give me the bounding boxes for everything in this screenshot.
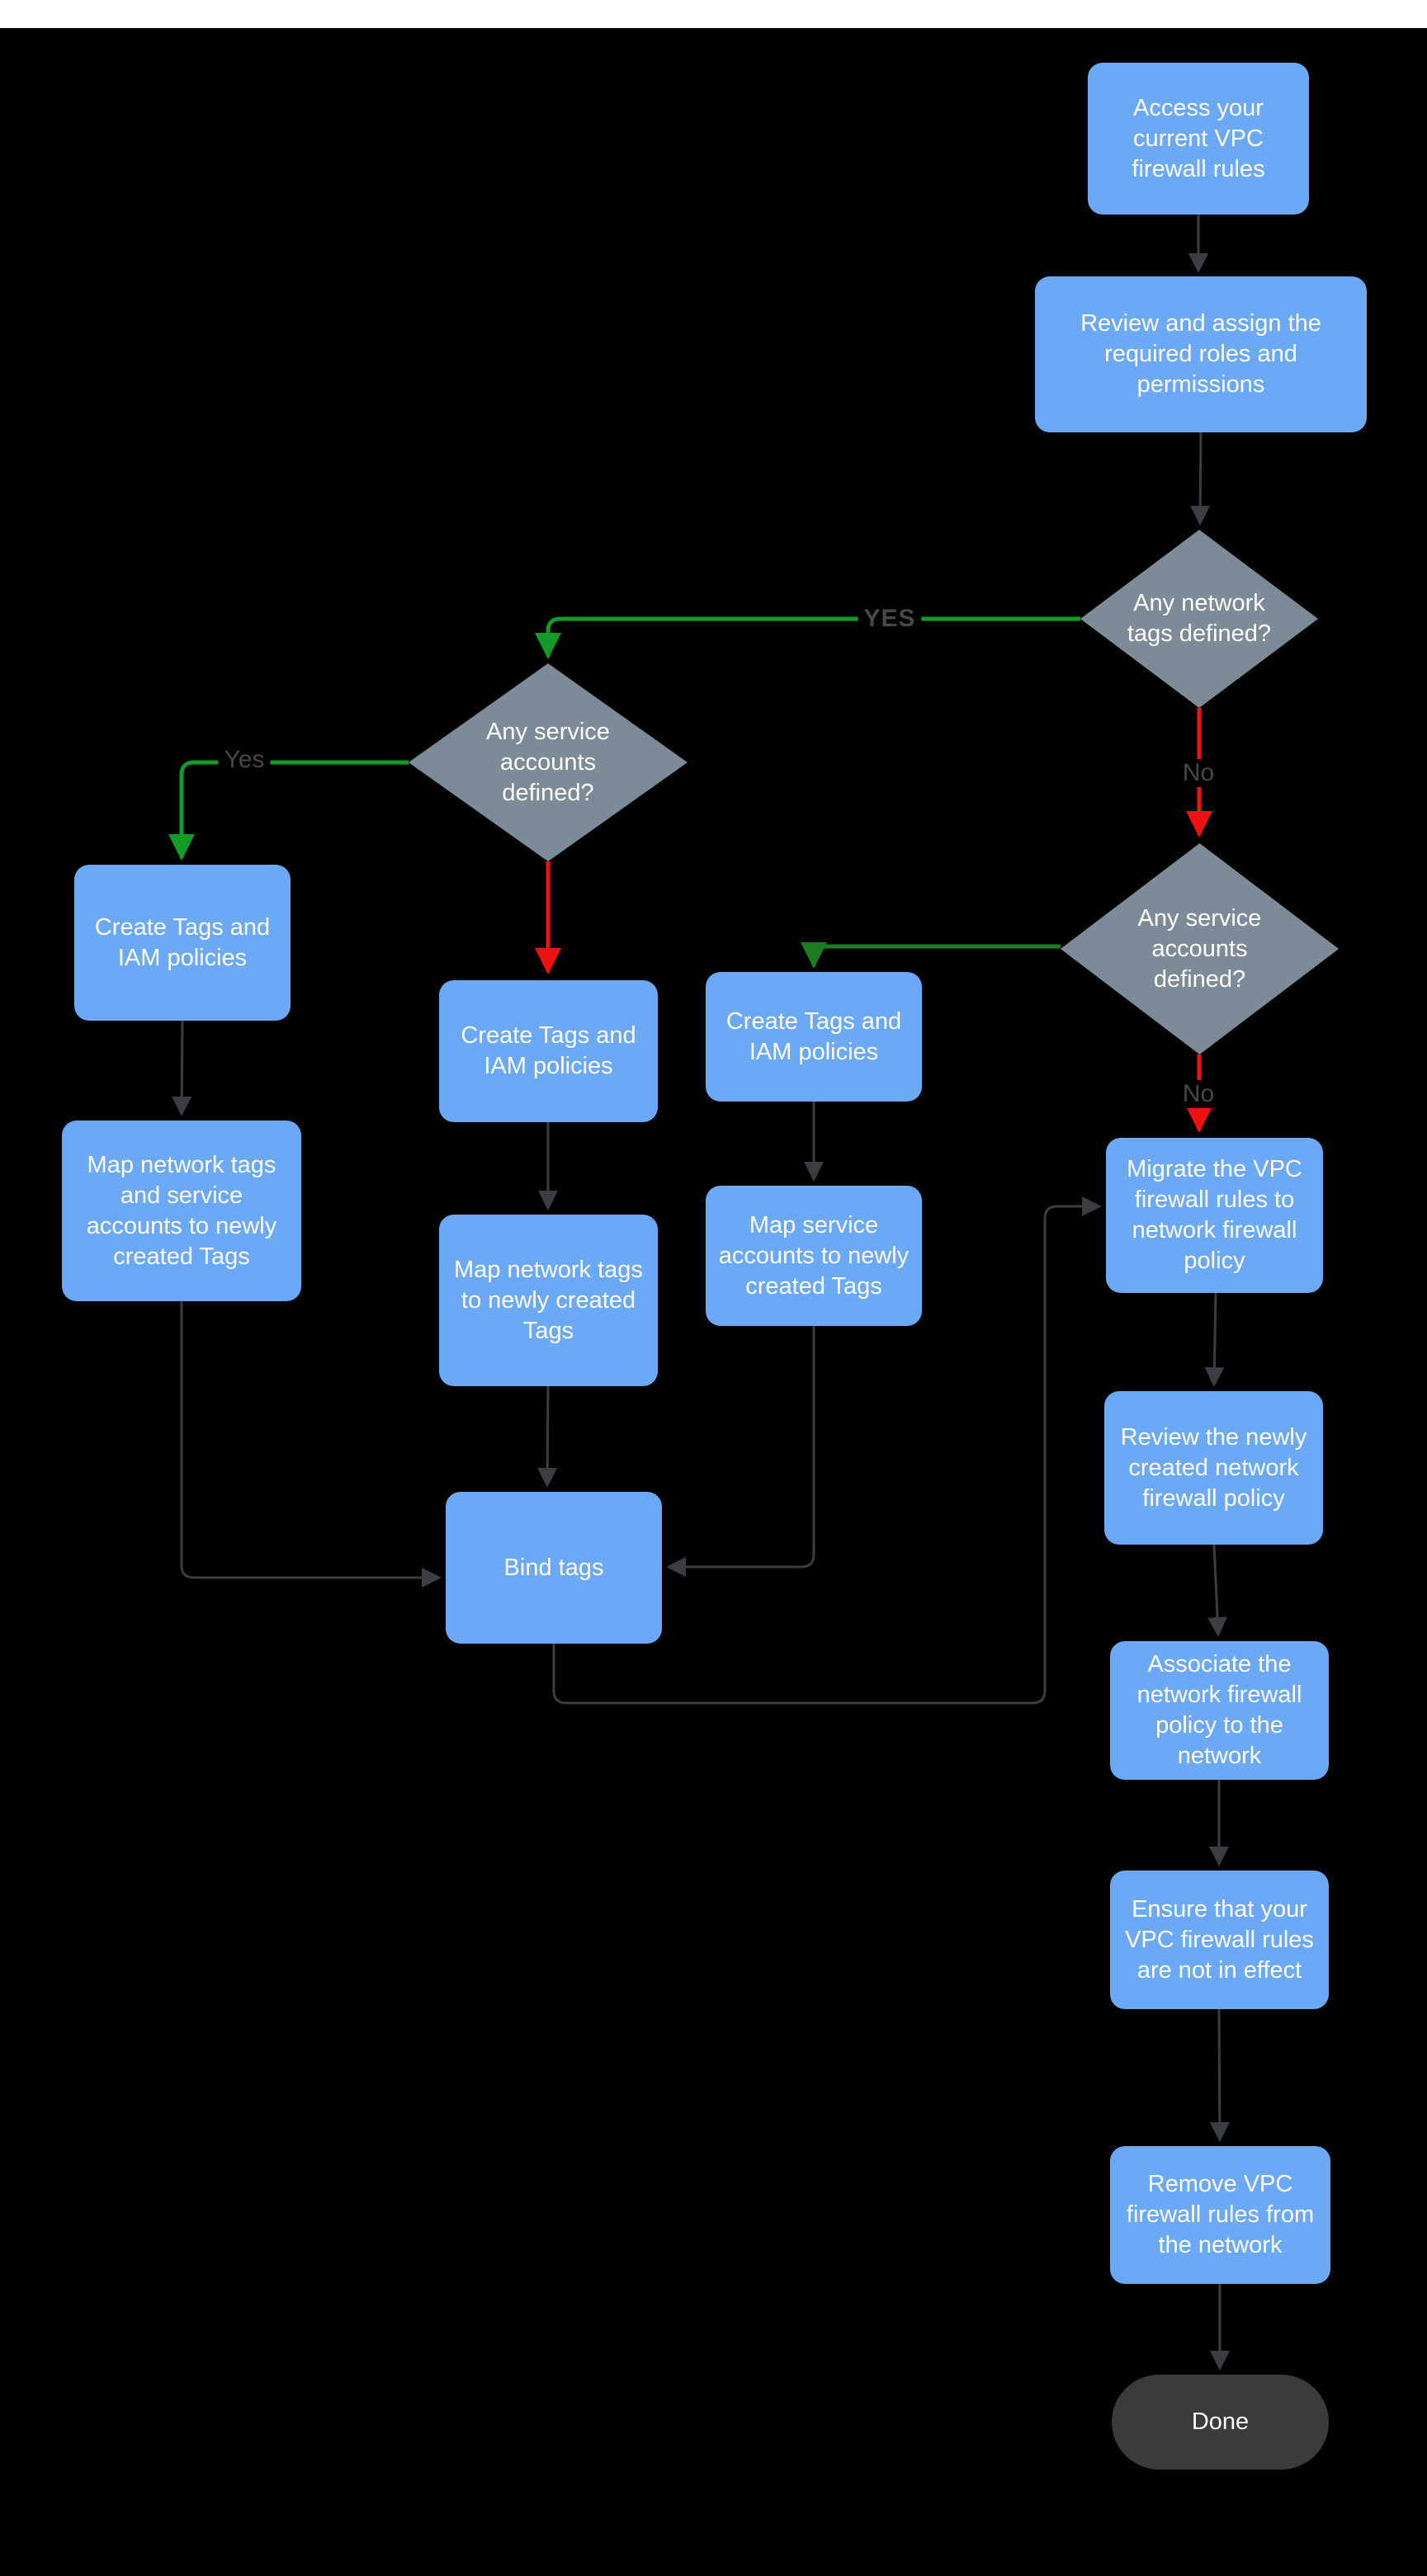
edge-review-to-net-tags (1190, 432, 1211, 526)
edge-map-left-to-bind (180, 1301, 442, 1588)
edge-map-right-to-bind (666, 1324, 815, 1577)
node-review-network-firewall-policy: Review the newly created network firewal… (1104, 1391, 1323, 1545)
node-map-network-tags-and-service-accounts: Map network tags and service accounts to… (62, 1121, 301, 1301)
edge-migrate-to-review-policy (1204, 1292, 1225, 1387)
edge-label-yes-left: Yes (218, 746, 271, 774)
edge-bind-to-migrate-feedback (552, 1196, 1102, 1705)
node-create-tags-iam-mid: Create Tags and IAM policies (439, 980, 658, 1122)
edge-label-no-lower: No (1176, 1080, 1221, 1108)
node-associate-policy-to-network: Associate the network firewall policy to… (1110, 1641, 1329, 1780)
edge-label-yes-upper: YES (858, 605, 922, 633)
top-white-bar (0, 0, 1427, 28)
node-bind-tags: Bind tags (446, 1492, 662, 1644)
edge-review-policy-to-associate (1207, 1544, 1228, 1637)
node-map-network-tags: Map network tags to newly created Tags (439, 1215, 658, 1386)
node-remove-vpc-firewall-rules: Remove VPC firewall rules from the netwo… (1110, 2146, 1330, 2284)
node-map-service-accounts: Map service accounts to newly created Ta… (706, 1186, 922, 1326)
node-review-roles-permissions: Review and assign the required roles and… (1035, 276, 1367, 432)
node-create-tags-iam-right: Create Tags and IAM policies (706, 972, 922, 1102)
edge-yes-net-tags-to-svc-left (535, 616, 1080, 659)
edge-label-no-upper: No (1176, 759, 1221, 787)
edge-ensure-to-remove (1209, 2008, 1230, 2142)
edge-yes-svc-left-to-create-left (168, 760, 409, 861)
edge-map-mid-to-bind (537, 1385, 558, 1488)
node-migrate-vpc-firewall-rules: Migrate the VPC firewall rules to networ… (1106, 1138, 1323, 1293)
node-create-tags-iam-left: Create Tags and IAM policies (74, 865, 291, 1021)
edge-yes-svc-right-to-create-right (801, 941, 1061, 969)
node-access-vpc-firewall-rules: Access your current VPC firewall rules (1088, 63, 1309, 215)
node-ensure-rules-not-in-effect: Ensure that your VPC firewall rules are … (1110, 1871, 1329, 2009)
node-done: Done (1112, 2375, 1329, 2470)
